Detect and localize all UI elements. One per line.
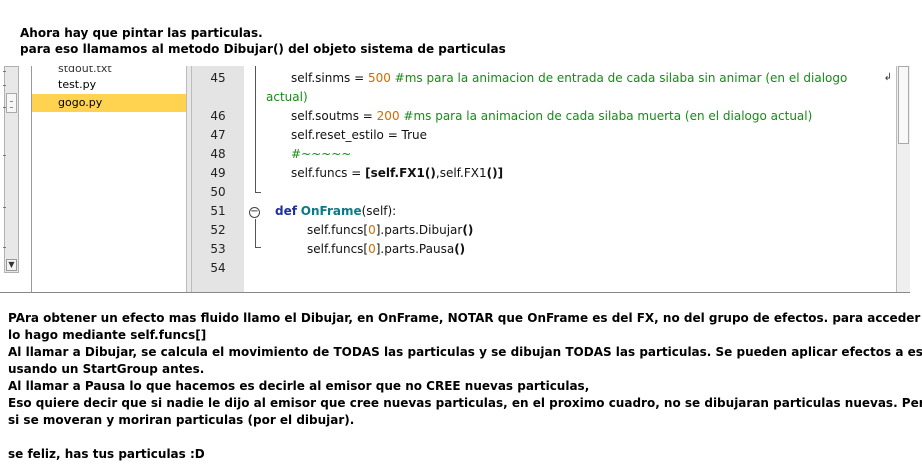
- code-token: (self):: [361, 204, 397, 218]
- code-token: self.funcs[: [307, 223, 369, 237]
- paragraph: Eso quiere decir que si nadie le dijo al…: [8, 396, 922, 410]
- line-number-gutter: 45 46 47 48 49 50 51 52 53 54: [192, 66, 244, 293]
- divider: [0, 292, 910, 293]
- code-token: self.funcs =: [291, 166, 366, 180]
- code-editor[interactable]: 45 46 47 48 49 50 51 52 53 54 − self.sin…: [192, 66, 910, 293]
- editor-scrollbar[interactable]: [896, 66, 910, 293]
- code-token: ()]: [486, 166, 504, 180]
- paragraph: si se moveran y moriran particulas (por …: [8, 413, 355, 427]
- code-number: 500: [367, 71, 391, 85]
- wrap-indicator-icon: ↲: [883, 72, 892, 83]
- code-token: ,self.FX1: [435, 166, 487, 180]
- code-token: self.sinms =: [291, 71, 368, 85]
- code-token: ].parts.Pausa: [375, 242, 455, 256]
- paragraph: se feliz, has tus particulas :D: [8, 447, 205, 461]
- code-number: 0: [368, 242, 376, 256]
- line-number: 54: [210, 261, 226, 275]
- code-line-45: self.sinms = 500 #ms para la animacion d…: [291, 69, 910, 88]
- code-line-52: self.funcs[0].parts.Dibujar(): [307, 221, 910, 240]
- code-number: 0: [368, 223, 376, 237]
- paragraph: Al llamar a Dibujar, se calcula el movim…: [8, 345, 922, 359]
- fold-collapse-icon[interactable]: −: [249, 206, 260, 218]
- paragraph: usando un StartGroup antes.: [8, 362, 205, 376]
- left-scrollbar[interactable]: ▼: [3, 66, 19, 273]
- code-token: self.soutms =: [291, 109, 377, 123]
- code-line-49: self.funcs = [self.FX1(),self.FX1()]: [291, 164, 910, 183]
- code-token: (): [424, 166, 436, 180]
- code-token: (): [454, 242, 466, 256]
- code-keyword: def: [275, 204, 297, 218]
- paragraph: Al llamar a Pausa lo que hacemos es deci…: [8, 379, 590, 393]
- pane-splitter[interactable]: [186, 66, 192, 293]
- code-token: ].parts.Dibujar: [375, 223, 463, 237]
- line-number: 50: [210, 185, 226, 199]
- code-line-47: self.reset_estilo = True: [291, 128, 428, 142]
- code-token: (): [462, 223, 474, 237]
- file-item-stdout[interactable]: stdout.txt: [58, 66, 112, 75]
- file-list: stdout.txt test.py gogo.py: [31, 66, 187, 293]
- line-number: 45: [210, 71, 226, 85]
- line-number: 53: [210, 242, 226, 256]
- line-number: 46: [210, 109, 226, 123]
- paragraph: PAra obtener un efecto mas fluido llamo …: [8, 311, 921, 325]
- explanation-text: PAra obtener un efecto mas fluido llamo …: [8, 310, 922, 463]
- file-item-gogo[interactable]: gogo.py: [32, 94, 187, 112]
- ide-screenshot: ▼ stdout.txt test.py gogo.py 45 46 47 48…: [0, 66, 910, 293]
- paragraph: lo hago mediante self.funcs[]: [8, 328, 207, 342]
- code-line-51: def OnFrame(self):: [275, 202, 910, 221]
- code-comment: actual): [266, 90, 308, 104]
- code-line-45-wrap: actual): [266, 88, 910, 107]
- intro-line-2: para eso llamamos al metodo Dibujar() de…: [20, 42, 506, 56]
- intro-text: Ahora hay que pintar las particulas. par…: [20, 25, 506, 57]
- code-line-53: self.funcs[0].parts.Pausa(): [307, 240, 910, 259]
- code-line-46: self.soutms = 200 #ms para la animacion …: [291, 107, 910, 126]
- code-number: 200: [376, 109, 400, 123]
- scroll-down-arrow-icon[interactable]: ▼: [6, 259, 17, 271]
- left-scrollbar-thumb[interactable]: [6, 93, 17, 113]
- line-number: 51: [210, 204, 226, 218]
- code-token: self.funcs[: [307, 242, 369, 256]
- line-number: 49: [210, 166, 226, 180]
- line-number: 47: [210, 128, 226, 142]
- code-token: [self.FX1: [365, 166, 425, 180]
- line-number: 52: [210, 223, 226, 237]
- editor-scrollbar-thumb[interactable]: [898, 66, 909, 144]
- fold-margin: −: [244, 66, 262, 293]
- intro-line-1: Ahora hay que pintar las particulas.: [20, 26, 263, 40]
- line-number: 48: [210, 147, 226, 161]
- code-function-name: OnFrame: [300, 204, 362, 218]
- code-comment: #ms para la animacion de cada silaba mue…: [399, 109, 813, 123]
- code-line-48: #~~~~~: [291, 147, 352, 161]
- code-comment: #ms para la animacion de entrada de cada…: [390, 71, 848, 85]
- file-item-test[interactable]: test.py: [58, 78, 97, 91]
